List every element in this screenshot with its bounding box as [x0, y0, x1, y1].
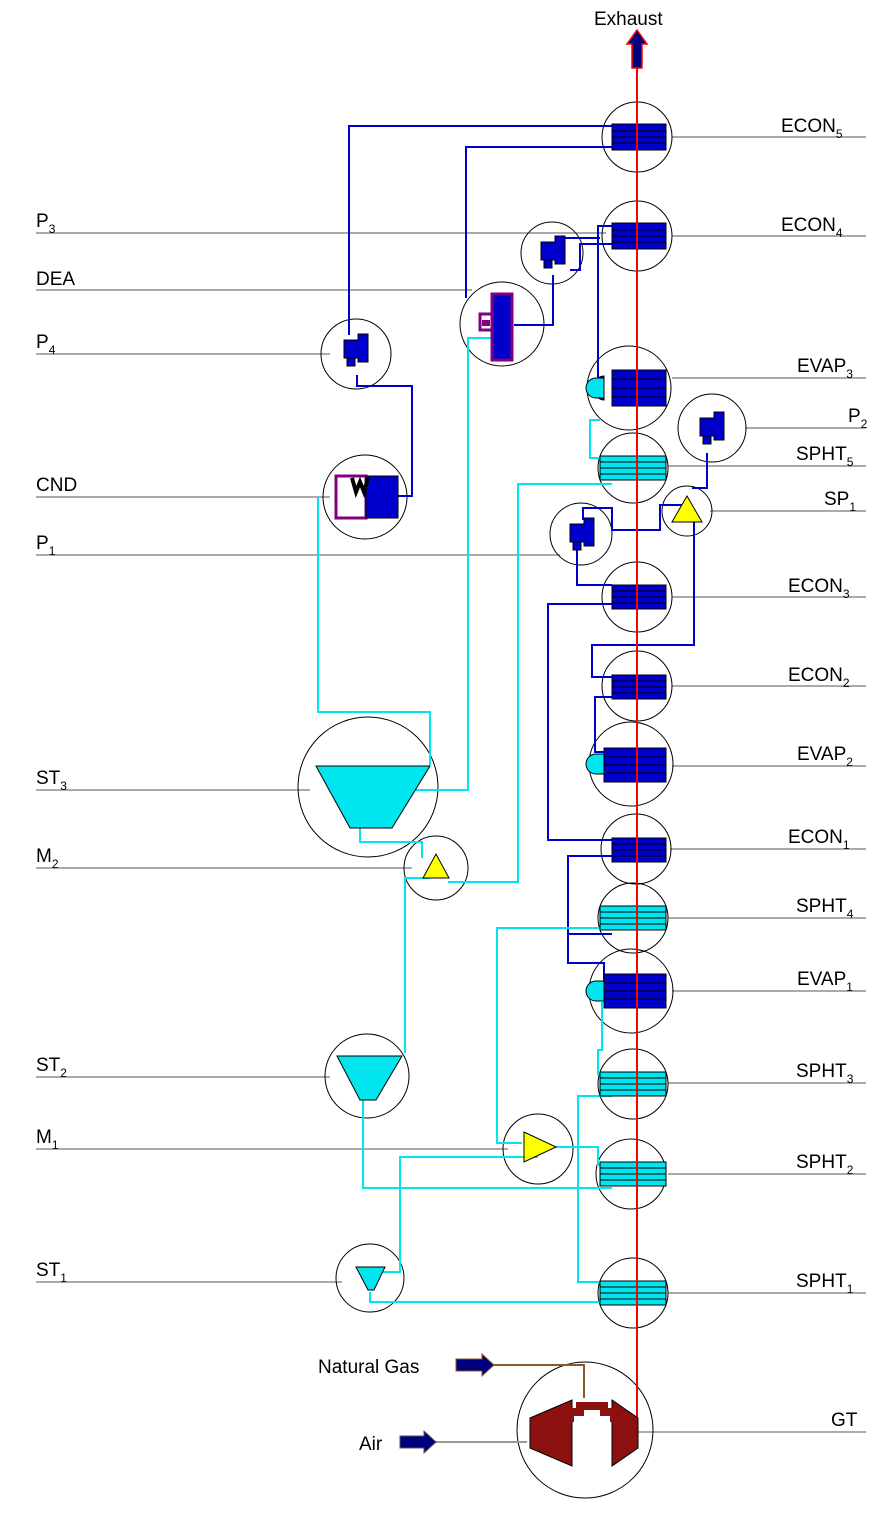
heat-exchangers [585, 120, 667, 1310]
label-dea: DEA [36, 269, 75, 290]
evap2-evaporator-icon [585, 747, 667, 783]
st1-turbine-icon [355, 1266, 386, 1291]
p4-pump-icon [343, 333, 369, 367]
label-evap2: EVAP2 [797, 744, 853, 769]
label-p4: P4 [36, 332, 56, 357]
label-p1: P1 [36, 533, 56, 558]
label-st2: ST2 [36, 1055, 67, 1080]
label-spht3: SPHT3 [796, 1061, 854, 1086]
label-spht1: SPHT1 [796, 1271, 854, 1296]
label-spht4: SPHT4 [796, 896, 854, 921]
gt-turbine-icon [611, 1399, 639, 1467]
label-spht5: SPHT5 [796, 444, 854, 469]
spht4-superheater-icon [599, 905, 667, 931]
label-evap1: EVAP1 [797, 969, 853, 994]
natural-gas-arrow-icon [455, 1352, 495, 1378]
label-econ1: ECON1 [788, 827, 850, 852]
econ5-exchanger-icon [611, 123, 667, 151]
label-st1: ST1 [36, 1260, 67, 1285]
label-econ5: ECON5 [781, 116, 843, 141]
m2-mixer-icon [422, 852, 450, 879]
label-p2: P2 [848, 406, 868, 431]
econ1-exchanger-icon [611, 837, 667, 863]
water-lines [348, 125, 708, 990]
spht2-superheater-icon [599, 1161, 667, 1187]
st2-turbine-icon [336, 1055, 403, 1101]
labels: Exhaust Natural Gas Air [318, 9, 663, 1455]
gt-combustor-icon [566, 1402, 618, 1422]
p2-pump-icon [699, 411, 725, 445]
label-evap3: EVAP3 [797, 356, 853, 381]
label-econ2: ECON2 [788, 665, 850, 690]
air-arrow-icon [399, 1429, 437, 1455]
spht3-superheater-icon [599, 1071, 667, 1097]
left-labels: P3 DEA P4 CND P1 ST3 M2 ST2 M1 ST1 [36, 211, 77, 1285]
label-sp1: SP1 [824, 489, 856, 514]
right-labels: ECON5 ECON4 EVAP3 P2 SPHT5 SP1 ECON3 ECO… [781, 116, 868, 1431]
right-leader-lines [638, 136, 866, 1433]
label-m1: M1 [36, 1127, 59, 1152]
gas-turbine-group [399, 1352, 639, 1467]
p1-pump-icon [569, 517, 595, 551]
spht1-superheater-icon [599, 1280, 667, 1306]
p3-pump-icon [540, 235, 566, 269]
spht5-superheater-icon [599, 455, 667, 481]
label-gt: GT [831, 1410, 858, 1431]
label-st3: ST3 [36, 768, 67, 793]
label-cnd: CND [36, 475, 77, 496]
splitters [422, 494, 703, 1163]
evap1-evaporator-icon [585, 973, 667, 1009]
m1-mixer-icon [523, 1131, 558, 1163]
econ2-exchanger-icon [611, 674, 667, 700]
exhaust-arrow-icon [625, 28, 649, 69]
steam-lines [317, 337, 612, 1303]
econ3-exchanger-icon [611, 584, 667, 610]
sp1-splitter-icon [671, 494, 703, 523]
left-leader-lines [36, 232, 606, 1283]
condenser-icon [334, 474, 399, 520]
fuel-line [494, 1364, 585, 1398]
exhaust-label: Exhaust [594, 9, 663, 30]
natural-gas-label: Natural Gas [318, 1357, 419, 1378]
label-spht2: SPHT2 [796, 1152, 854, 1177]
evap3-evaporator-icon [585, 369, 667, 407]
label-m2: M2 [36, 846, 59, 871]
label-econ4: ECON4 [781, 215, 843, 240]
st3-turbine-icon [315, 765, 431, 829]
pumps [343, 235, 725, 551]
steam-turbines [315, 765, 431, 1291]
air-label: Air [359, 1434, 383, 1455]
label-econ3: ECON3 [788, 576, 850, 601]
econ4-exchanger-icon [611, 222, 667, 250]
gt-compressor-icon [529, 1399, 573, 1467]
deaerator-icon [478, 292, 514, 362]
label-p3: P3 [36, 211, 56, 236]
